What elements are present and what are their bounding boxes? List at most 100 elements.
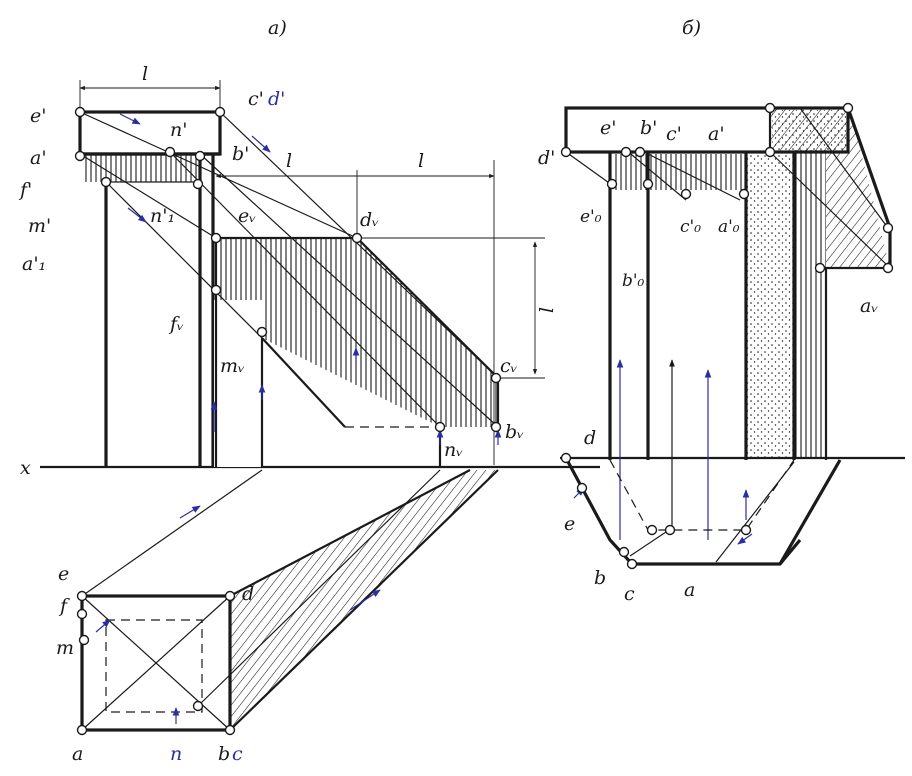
arrow-ground-3 (95, 619, 111, 633)
ground-ray-e (81, 469, 263, 597)
label-f: f (58, 595, 70, 617)
arrow-ground-1 (179, 505, 201, 519)
point-b-hidden-2 (664, 524, 676, 536)
panel-b: б) (538, 17, 905, 605)
label-b-b: b (594, 567, 606, 589)
label-m-prime: m' (28, 215, 51, 237)
point-b-hidden-1 (646, 524, 658, 536)
point-b-prime (194, 150, 206, 162)
label-n1-prime: n'₁ (150, 205, 175, 227)
point-b-b (618, 546, 630, 558)
label-f-prime: f' (18, 179, 32, 201)
point-b-d-prime (560, 146, 572, 158)
point-b-e0-prime (606, 178, 618, 190)
label-b-d: d (584, 427, 596, 449)
label-b-d-prime: d' (538, 147, 555, 169)
point-n-prime (164, 146, 176, 158)
wall-shadow-outline (216, 236, 500, 427)
label-e-prime: e' (30, 105, 46, 127)
point-b-shadow-1 (882, 222, 894, 234)
wall-lit-strip (214, 300, 262, 467)
label-b-prime: b' (232, 143, 249, 165)
point-cd-prime (214, 106, 226, 118)
label-a-prime: a' (30, 147, 47, 169)
slab-front-view (78, 110, 222, 156)
arrow-b-plan (737, 533, 753, 545)
label-bc-c: c (232, 743, 243, 765)
point-m-prime (100, 176, 112, 188)
point-m-v (256, 326, 268, 338)
point-b-shadow-2 (814, 262, 826, 274)
point-b-slab-top (764, 102, 776, 114)
point-b-c (626, 558, 638, 570)
label-b-a0-prime: a'₀ (718, 217, 740, 237)
label-n: n (170, 743, 182, 765)
plan-b-outline (564, 457, 802, 566)
point-bc (224, 724, 236, 736)
panel-b-title: б) (682, 17, 701, 39)
point-b-v (490, 421, 502, 433)
point-f (76, 608, 88, 620)
label-c-v: cᵥ (500, 355, 518, 377)
arrow-ground-2 (349, 589, 381, 611)
ray-d-to-cv (219, 111, 499, 379)
dim-l-diag-label: l (286, 150, 292, 172)
ray-b-4 (769, 151, 889, 267)
label-b-a-prime: a' (708, 123, 725, 145)
label-b-c: c (624, 583, 635, 605)
ray-n-to-nv (169, 151, 441, 428)
point-e (76, 590, 88, 602)
point-b-slab-corner (842, 102, 854, 114)
point-c-v (490, 372, 502, 384)
label-b-e: e (564, 513, 575, 535)
point-f-v (210, 284, 222, 296)
panel-a: а) x l (18, 17, 600, 765)
point-m (78, 634, 90, 646)
label-n-prime: n' (170, 119, 187, 141)
plan-b-right (778, 459, 842, 565)
label-m-v: mᵥ (220, 355, 245, 377)
ray-b-3 (639, 149, 741, 201)
column-top-shadow (612, 154, 744, 190)
point-d (224, 590, 236, 602)
point-b-c0-prime (680, 188, 692, 200)
plan-column-hidden (105, 619, 203, 713)
label-f-v: fᵥ (168, 313, 184, 335)
label-bc-b: b (218, 743, 230, 765)
label-d: d (242, 583, 254, 605)
panel-a-title: а) (268, 17, 287, 39)
plan-diagonal-2 (81, 595, 231, 731)
shadow-diag-edge (261, 337, 346, 428)
wall-dotted-face (746, 152, 794, 458)
ray-b-to-bv (199, 153, 499, 428)
point-b-e (576, 482, 588, 494)
point-b-e-prime (620, 146, 632, 158)
ground-ray-n (197, 469, 441, 707)
label-b-c-prime: c' (666, 123, 682, 145)
x-axis-label: x (20, 457, 31, 479)
plan-square (80, 594, 232, 732)
label-b-e0-prime: e'₀ (580, 207, 602, 227)
label-b-e-prime: e' (600, 117, 616, 139)
dim-l-vertical-label: l (534, 307, 556, 313)
arrow-ray-1 (119, 113, 141, 125)
slab-shadow-edge-1 (846, 107, 892, 229)
label-b-a-v: aᵥ (860, 295, 878, 317)
label-e: e (58, 563, 69, 585)
point-b-a-v (882, 262, 894, 274)
plan-b-ray (629, 527, 673, 557)
point-n-plan (192, 700, 204, 712)
label-d-prime: d' (268, 88, 285, 110)
point-e-prime (74, 106, 86, 118)
point-n1-prime (192, 178, 204, 190)
label-b-v: bᵥ (505, 421, 524, 443)
ray-b-1 (565, 151, 613, 186)
label-b-b0-prime: b'₀ (622, 271, 645, 291)
label-d-v: dᵥ (360, 209, 379, 231)
ray-a-to-ev (79, 153, 217, 239)
ray-b-5 (799, 107, 889, 229)
label-a1-prime: a'₁ (22, 253, 46, 275)
label-n-v: nᵥ (444, 439, 463, 461)
